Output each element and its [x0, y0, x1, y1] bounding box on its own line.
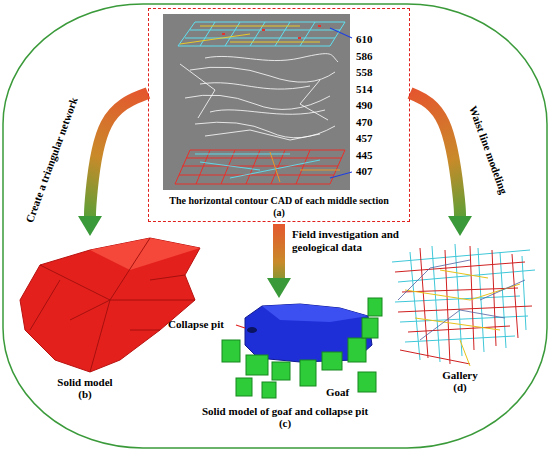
flow-arrow [273, 224, 285, 278]
gallery-lines [392, 244, 535, 362]
panel-tag: (c) [279, 417, 291, 430]
goaf-block [246, 355, 268, 375]
goaf-block [300, 360, 316, 386]
goaf-block [368, 298, 382, 316]
collapse-pit-leader [236, 325, 245, 328]
edge-label: Field investigation and geological data [292, 228, 427, 254]
solid-model-edges [30, 238, 195, 372]
level-number: 586 [356, 50, 373, 63]
edge-label: Create a triangular network [23, 95, 81, 224]
solid-model-shape [20, 238, 200, 372]
callout-label: Collapse pit [168, 318, 224, 331]
panel-tag: (a) [273, 207, 285, 219]
level-number: 558 [356, 66, 373, 79]
top-contour-detail [180, 26, 320, 44]
level-number: 407 [356, 165, 373, 178]
goaf-block [272, 362, 290, 380]
outer-frame [3, 4, 547, 448]
solid-model-facet [90, 238, 200, 270]
goaf-block [222, 340, 240, 362]
callout-label: Goaf [326, 386, 349, 399]
edge-label: Waist line modeling [466, 104, 510, 196]
middle-contours [180, 54, 338, 140]
goaf-block [236, 378, 252, 396]
solid-model-panel: Solid model(b) [10, 238, 160, 403]
goaf-block [362, 318, 378, 338]
panel-caption: The horizontal contour CAD of each middl… [169, 195, 389, 207]
gallery-lines [398, 260, 525, 340]
panel-caption: Solid model [57, 376, 112, 389]
level-number: 514 [356, 83, 373, 96]
goaf-block [358, 372, 376, 392]
panel-tag: (b) [78, 388, 91, 401]
panel-caption: Solid model of goaf and collapse pit [202, 405, 368, 418]
level-number: 470 [356, 116, 373, 129]
goaf-block [348, 338, 366, 362]
collapse-pit-top [262, 304, 368, 322]
flow-arrow [90, 93, 148, 216]
cad-background [163, 14, 350, 190]
top-contour-marks [222, 26, 321, 38]
level-number: 457 [356, 132, 373, 145]
level-number: 490 [356, 99, 373, 112]
level-number: 445 [356, 149, 373, 162]
panel-caption: Gallery [442, 369, 477, 382]
gallery-panel: Gallery(d) [380, 238, 540, 398]
panel-tag: (d) [453, 381, 466, 394]
level-number: 610 [356, 33, 373, 46]
goaf-block [262, 382, 276, 398]
top-contour [178, 22, 345, 46]
collapse-pit-body [245, 304, 372, 362]
goaf-blocks [222, 298, 382, 398]
bottom-contour-detail [195, 154, 320, 178]
bottom-contour-detail [270, 152, 340, 182]
flow-arrow [410, 93, 460, 216]
level-leader [330, 28, 352, 178]
bottom-contour [175, 150, 345, 184]
collapse-pit-mark [247, 327, 257, 333]
gallery-lines [395, 246, 532, 364]
goaf-block [322, 352, 342, 370]
